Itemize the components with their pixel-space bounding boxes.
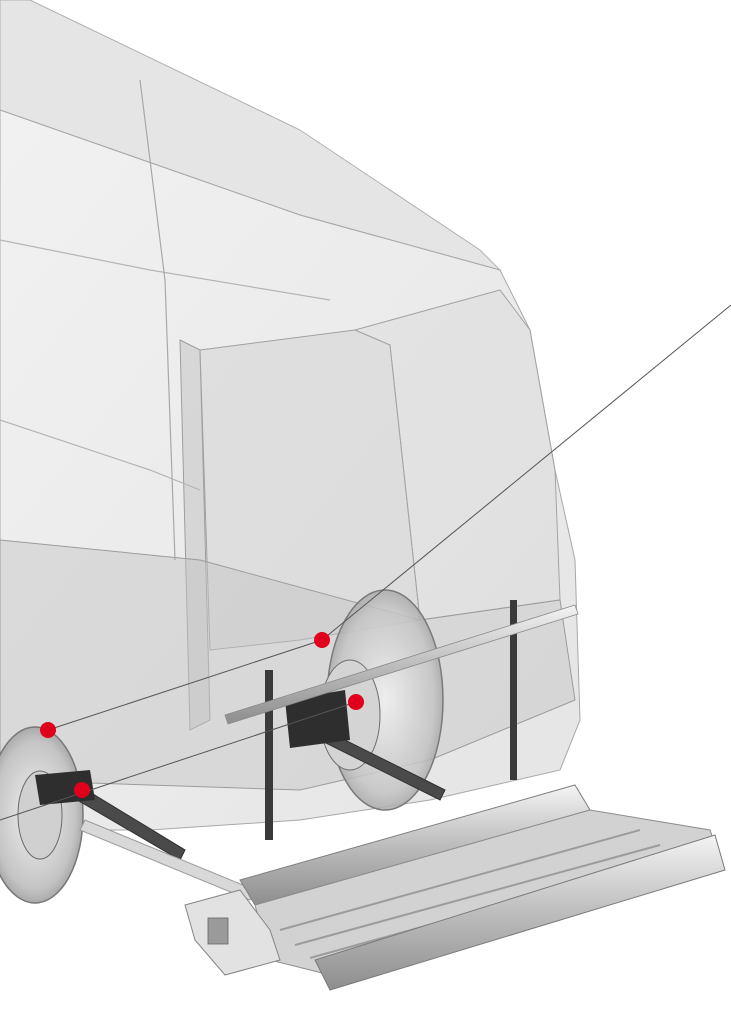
van-rear-frame	[179, 339, 211, 731]
marker-2	[348, 694, 364, 710]
platform-bracket	[184, 889, 281, 976]
marker-1	[314, 632, 330, 648]
frame-rail	[79, 819, 256, 901]
leader-lines	[0, 304, 731, 821]
lift-post-rear	[510, 600, 517, 780]
cross-rail	[224, 604, 579, 725]
actuator-right	[285, 690, 350, 748]
van-pillar	[139, 79, 176, 561]
marker-3	[40, 722, 56, 738]
lift-mechanism	[35, 600, 579, 901]
platform-bracket-bolt	[207, 917, 229, 945]
leader-line-1	[321, 304, 731, 641]
lift-post	[265, 670, 273, 840]
callout-markers	[40, 632, 364, 798]
van-rear-door-right	[353, 289, 561, 621]
marker-4	[74, 782, 90, 798]
lift-platform	[184, 784, 726, 991]
leader-line-3	[0, 701, 357, 821]
platform-end-beam	[314, 834, 726, 991]
left-wheel	[0, 726, 84, 904]
van-side-window-edge	[0, 239, 331, 491]
leader-line-2	[47, 639, 323, 731]
